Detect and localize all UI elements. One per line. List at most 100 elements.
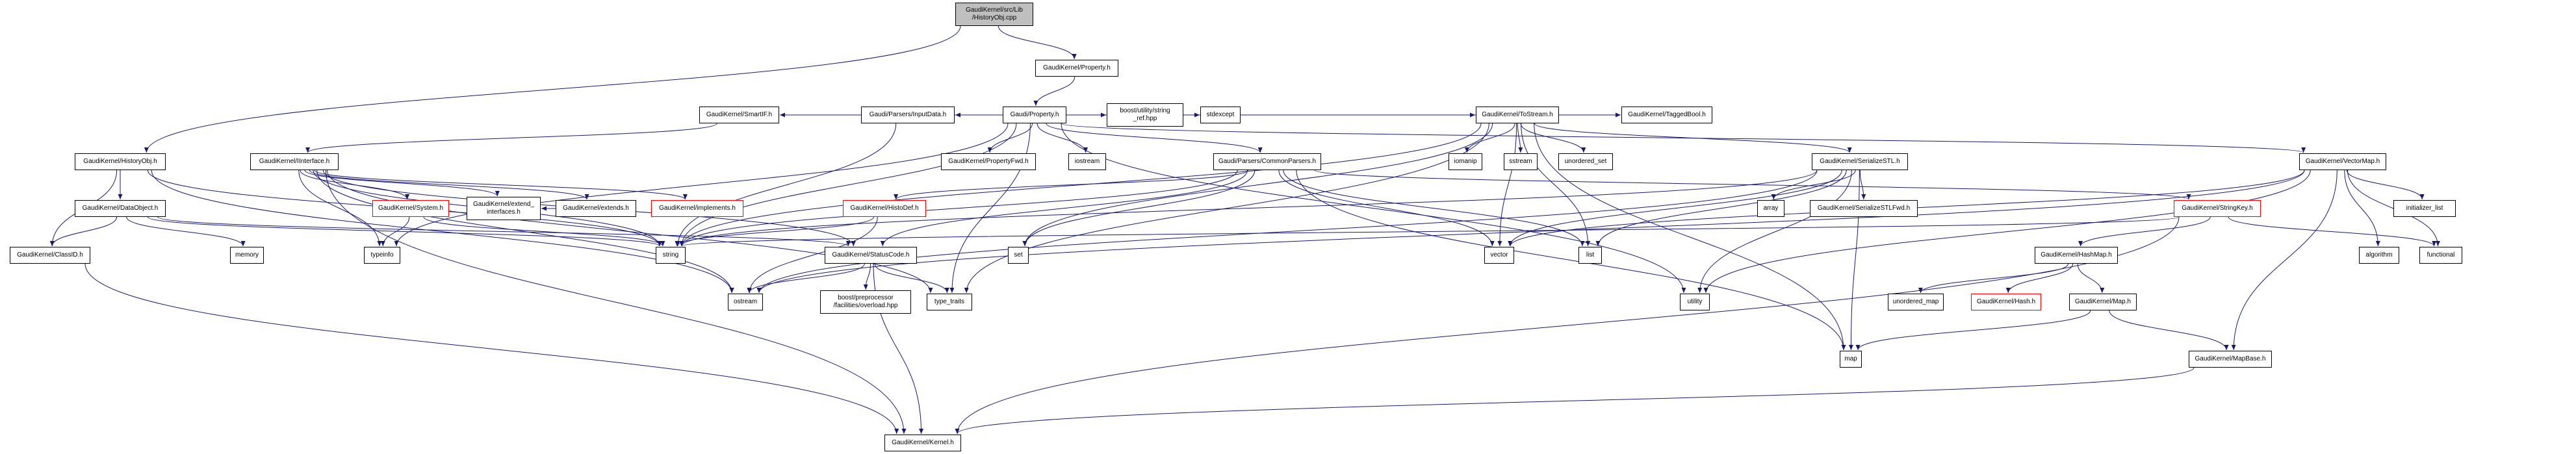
graph-node-system[interactable]: GaudiKernel/System.h	[372, 200, 449, 217]
graph-node-serializestl[interactable]: GaudiKernel/SerializeSTL.h	[1812, 153, 1908, 170]
graph-node-functional[interactable]: functional	[2419, 247, 2462, 264]
graph-node-vector[interactable]: vector	[1484, 247, 1514, 264]
graph-node-ostream[interactable]: ostream	[728, 294, 763, 310]
include-edge-iinterface-to-typeinfo	[298, 170, 382, 247]
graph-node-serializestlfwd[interactable]: GaudiKernel/SerializeSTLFwd.h	[1810, 200, 1918, 217]
graph-node-algorithm[interactable]: algorithm	[2359, 247, 2399, 264]
graph-node-commonparsers[interactable]: Gaudi/Parsers/CommonParsers.h	[1213, 153, 1321, 170]
graph-node-utility[interactable]: utility	[1680, 294, 1710, 310]
include-edge-tostream-to-list	[1521, 123, 1591, 247]
graph-node-classid[interactable]: GaudiKernel/ClassID.h	[10, 247, 90, 264]
graph-node-cpp[interactable]: GaudiKernel/src/Lib /HistoryObj.cpp	[955, 3, 1033, 26]
graph-node-unordered-map[interactable]: unordered_map	[1888, 294, 1944, 310]
include-edge-serializestl-to-ostream	[756, 170, 1818, 294]
include-edge-vectormap-to-ostream	[756, 170, 2305, 294]
include-edge-dataobject-to-statuscode	[157, 216, 851, 247]
graph-node-label: ostream	[733, 298, 758, 305]
graph-node-type-traits[interactable]: type_traits	[927, 294, 972, 310]
graph-node-label: GaudiKernel/Property.h	[1043, 64, 1111, 71]
graph-node-list[interactable]: list	[1578, 247, 1602, 264]
graph-node-gaudi-property[interactable]: Gaudi/Property.h	[1003, 107, 1066, 123]
graph-node-hash[interactable]: GaudiKernel/Hash.h	[1971, 294, 2041, 310]
include-edge-gaudi_property-to-commonparsers	[1046, 123, 1263, 153]
graph-node-set[interactable]: set	[1008, 247, 1029, 264]
graph-node-historyobj-h[interactable]: GaudiKernel/HistoryObj.h	[75, 153, 166, 170]
graph-node-typeinfo[interactable]: typeinfo	[364, 247, 400, 264]
include-edge-commonparsers-to-map	[1296, 170, 1846, 351]
include-edge-gaudi_property-to-iostream_std	[1037, 123, 1088, 153]
include-edge-serializestl-to-vector	[1508, 170, 1842, 247]
graph-node-stdexcept[interactable]: stdexcept	[1200, 107, 1241, 123]
graph-node-statuscode[interactable]: GaudiKernel/StatusCode.h	[825, 247, 917, 264]
graph-node-label: iostream	[1074, 158, 1100, 165]
include-edge-stringkey-to-functional	[2228, 216, 2437, 247]
include-edge-commonparsers-to-statuscode	[880, 170, 1248, 247]
include-edge-histodef-to-string	[675, 216, 875, 247]
graph-node-extends[interactable]: GaudiKernel/extends.h	[556, 200, 636, 217]
graph-node-label: GaudiKernel/DataObject.h	[82, 205, 159, 212]
graph-node-hashmap[interactable]: GaudiKernel/HashMap.h	[2035, 247, 2118, 264]
graph-node-property-h[interactable]: GaudiKernel/Property.h	[1035, 60, 1118, 77]
include-edge-commonparsers-to-stringkey	[1314, 170, 2191, 200]
graph-node-label: array	[1763, 205, 1779, 212]
graph-node-boost-overload[interactable]: boost/preprocessor /facilities/overload.…	[820, 290, 911, 314]
include-edge-dataobject-to-string	[147, 216, 662, 247]
graph-node-label: GaudiKernel/HistoryObj.h	[83, 158, 157, 165]
include-edge-gaudi_property-to-type_traits	[949, 123, 1031, 294]
graph-node-mapbase[interactable]: GaudiKernel/MapBase.h	[2189, 351, 2272, 368]
graph-node-string[interactable]: string	[656, 247, 686, 264]
include-edge-iinterface-to-implements	[314, 170, 688, 200]
include-edge-classid-to-kernel	[84, 263, 899, 435]
graph-node-histodef[interactable]: GaudiKernel/HistoDef.h	[843, 200, 926, 217]
include-edge-tostream-to-unordered_set	[1520, 123, 1586, 153]
graph-node-iinterface[interactable]: GaudiKernel/IInterface.h	[250, 153, 339, 170]
graph-node-smartif[interactable]: GaudiKernel/SmartIF.h	[699, 107, 779, 123]
graph-node-map-h[interactable]: GaudiKernel/Map.h	[2069, 294, 2137, 310]
graph-node-label: typeinfo	[370, 251, 394, 259]
graph-node-propertyfwd[interactable]: GaudiKernel/PropertyFwd.h	[941, 153, 1036, 170]
graph-node-sstream[interactable]: sstream	[1504, 153, 1538, 170]
graph-node-map[interactable]: map	[1840, 351, 1862, 368]
include-edge-vectormap-to-functional	[2347, 170, 2440, 247]
include-edge-serializestl-to-map	[1848, 170, 1860, 351]
graph-node-tostream[interactable]: GaudiKernel/ToStream.h	[1476, 107, 1559, 123]
graph-node-inputdata[interactable]: Gaudi/Parsers/InputData.h	[861, 107, 955, 123]
graph-node-label: GaudiKernel/Map.h	[2074, 298, 2132, 305]
graph-node-label: unordered_set	[1564, 158, 1607, 165]
graph-node-label: GaudiKernel/HistoDef.h	[850, 205, 919, 212]
graph-node-label: GaudiKernel/ClassID.h	[17, 251, 83, 259]
graph-node-unordered-set[interactable]: unordered_set	[1558, 153, 1613, 170]
include-edge-commonparsers-to-histodef	[894, 170, 1249, 200]
graph-node-label: GaudiKernel/StringKey.h	[2182, 205, 2253, 212]
include-edge-cpp-to-historyobj_h	[144, 25, 961, 153]
graph-node-kernel[interactable]: GaudiKernel/Kernel.h	[884, 435, 961, 451]
include-edge-tostream-to-iomanip	[1464, 123, 1515, 153]
graph-node-string-ref[interactable]: boost/utility/string _ref.hpp	[1107, 103, 1183, 127]
include-edge-system-to-string	[423, 216, 665, 247]
graph-node-taggedbool[interactable]: GaudiKernel/TaggedBool.h	[1621, 107, 1712, 123]
include-edge-stringkey-to-string	[680, 216, 2180, 247]
graph-node-label: GaudiKernel/PropertyFwd.h	[948, 158, 1029, 165]
graph-node-implements[interactable]: GaudiKernel/implements.h	[651, 200, 743, 217]
graph-node-iomanip[interactable]: iomanip	[1449, 153, 1482, 170]
include-edge-hashmap-to-hash	[2005, 263, 2074, 294]
graph-node-initializer-list[interactable]: initializer_list	[2393, 200, 2456, 217]
graph-node-label: sstream	[1509, 158, 1532, 165]
graph-node-stringkey[interactable]: GaudiKernel/StringKey.h	[2174, 200, 2261, 217]
include-edge-iinterface-to-extendint	[304, 170, 500, 197]
graph-node-label: GaudiKernel/extend_ interfaces.h	[473, 201, 534, 216]
graph-node-label: GaudiKernel/System.h	[378, 205, 444, 212]
graph-node-dataobject[interactable]: GaudiKernel/DataObject.h	[75, 200, 166, 217]
graph-node-memory[interactable]: memory	[230, 247, 264, 264]
graph-node-extendint[interactable]: GaudiKernel/extend_ interfaces.h	[467, 197, 541, 220]
graph-node-label: initializer_list	[2406, 205, 2443, 212]
graph-node-array[interactable]: array	[1757, 200, 1784, 217]
graph-node-vectormap[interactable]: GaudiKernel/VectorMap.h	[2299, 153, 2386, 170]
graph-node-iostream-std[interactable]: iostream	[1068, 153, 1106, 170]
graph-node-label: GaudiKernel/SmartIF.h	[706, 111, 773, 118]
include-edge-tostream-to-map	[1534, 123, 1846, 351]
graph-node-label: string	[662, 251, 679, 259]
include-edge-tostream-to-set	[1022, 123, 1493, 247]
graph-node-label: utility	[1687, 298, 1703, 305]
